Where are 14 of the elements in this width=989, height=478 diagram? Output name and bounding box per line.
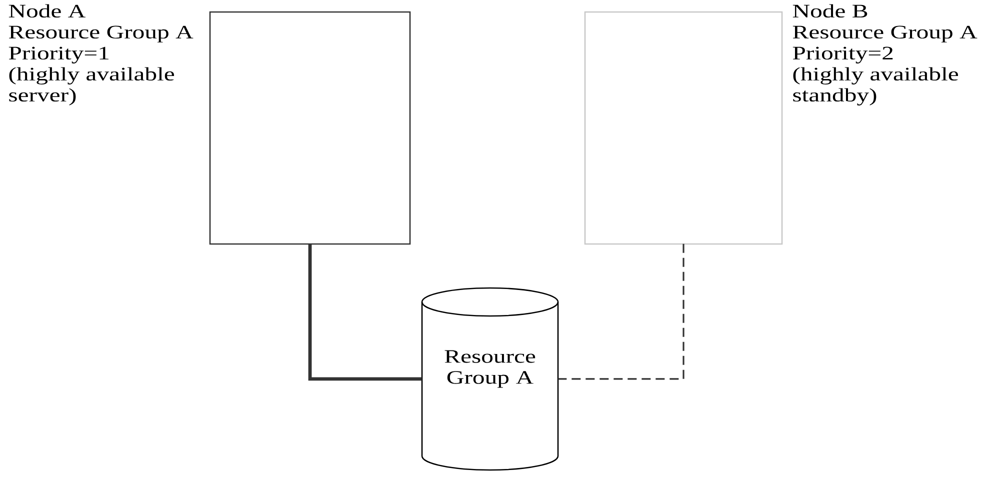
node-label: Node B: [792, 4, 868, 18]
node-label: Priority=2: [792, 46, 893, 64]
node-label: Resource Group A: [792, 26, 978, 42]
node-label: (highly available standby): [793, 67, 958, 106]
node-label: Resource Group A: [444, 350, 536, 388]
server-box: Node B Resource Group A Priority=2 (highly available standby): [584, 4, 978, 245]
node-label: Resource Group A: [8, 26, 194, 42]
connector-line: [308, 244, 422, 381]
server-box: Node A Resource Group A Priority=1 (highly available server): [8, 4, 411, 245]
database-cylinder: Resource Group A: [421, 287, 559, 471]
node-label: (highly available server): [9, 67, 174, 106]
node-label: Priority=1: [8, 46, 108, 64]
node-label: Node A: [8, 4, 86, 18]
connector-line: [558, 244, 684, 380]
